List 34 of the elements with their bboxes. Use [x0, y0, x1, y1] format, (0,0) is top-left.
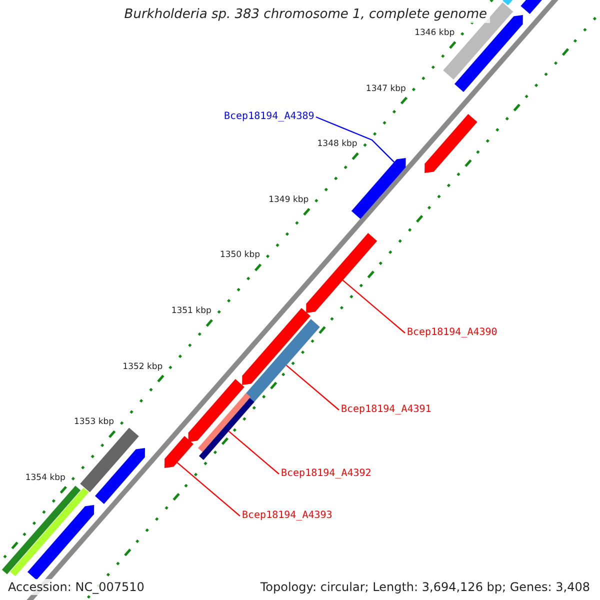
- scale-label: 1347 kbp: [366, 84, 406, 94]
- leader-line: [342, 280, 406, 334]
- gene-feature: [306, 233, 378, 313]
- gene-feature: [80, 428, 139, 492]
- gene-label: Bcep18194_A4392: [281, 468, 372, 480]
- scale-label: 1354 kbp: [25, 472, 66, 483]
- gene-feature: [10, 488, 89, 576]
- gene-label: Bcep18194_A4391: [341, 404, 432, 416]
- gene-feature: [424, 114, 478, 173]
- scale-label: 1350 kbp: [220, 250, 260, 260]
- scale-label: 1349 kbp: [268, 194, 309, 205]
- scale-label: 1348 kbp: [317, 139, 358, 150]
- scale-label: 1346 kbp: [414, 28, 455, 38]
- gene-feature: [198, 393, 251, 452]
- gene-feature: [242, 308, 310, 385]
- genome-summary-text: Topology: circular; Length: 3,694,126 bp; Genes: 3,408: [258, 580, 592, 594]
- gene-feature: [199, 398, 254, 460]
- gene-label: Bcep18194_A4393: [242, 510, 332, 522]
- gene-feature: [164, 436, 194, 468]
- leader-line: [228, 430, 280, 474]
- gene-label: Bcep18194_A4389: [224, 111, 314, 123]
- gene-feature: [351, 158, 406, 219]
- scale-label: 1353 kbp: [74, 417, 114, 428]
- leader-line: [176, 462, 240, 516]
- gene-feature: [28, 505, 94, 580]
- gene-feature: [244, 319, 320, 404]
- gene-feature: [2, 486, 81, 574]
- scale-label: 1352 kbp: [122, 362, 163, 372]
- gene-label: Bcep18194_A4390: [407, 327, 498, 339]
- gene-feature: [188, 379, 244, 442]
- gene-feature: [95, 448, 145, 504]
- scale-label: 1351 kbp: [171, 306, 212, 316]
- leader-line: [286, 364, 340, 410]
- leader-line: [316, 116, 395, 163]
